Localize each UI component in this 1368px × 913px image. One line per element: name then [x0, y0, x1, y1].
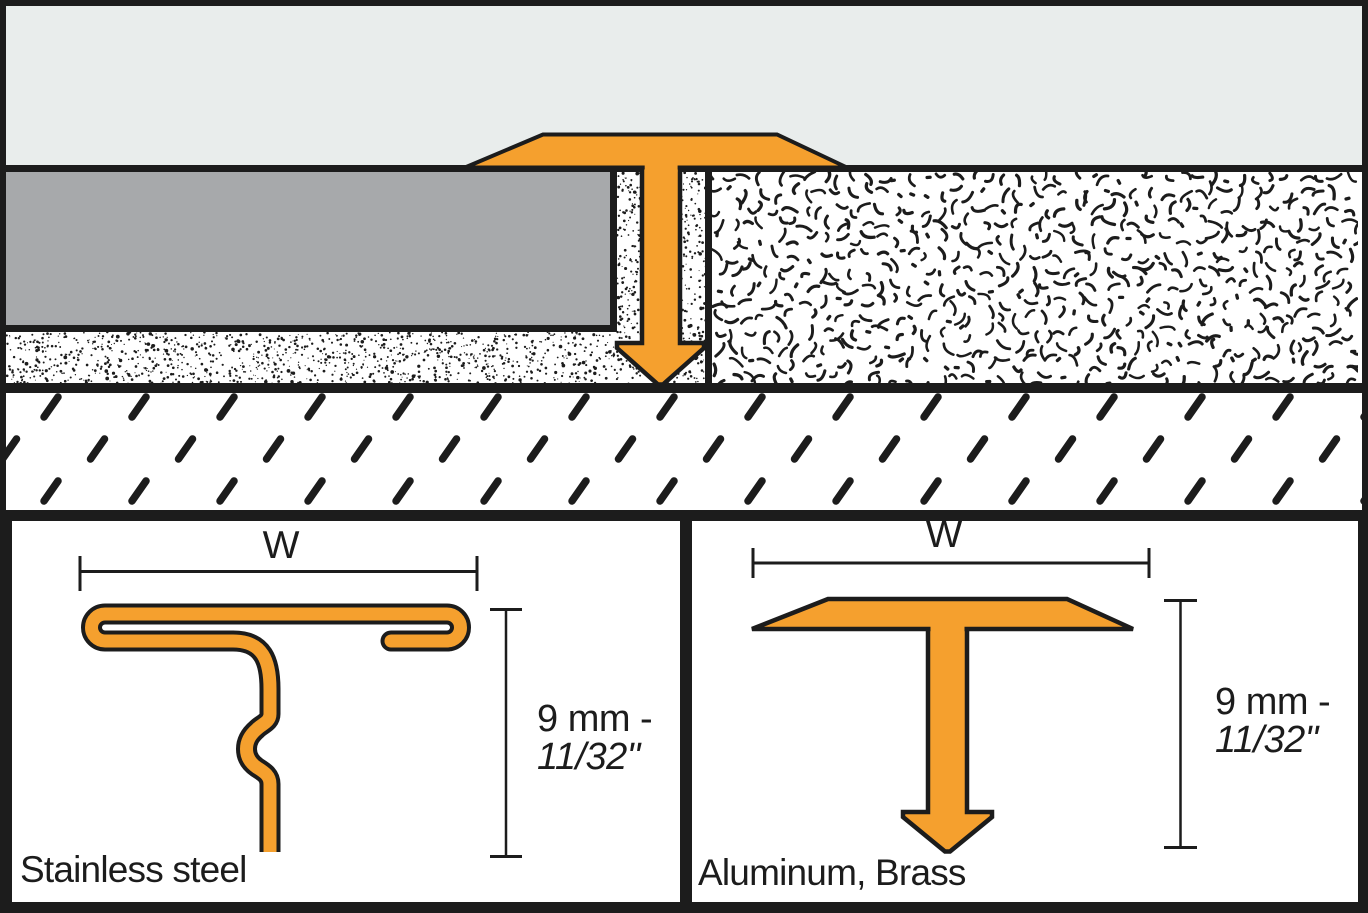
height-range-line1: 9 mm - [1215, 681, 1330, 723]
stainless-profile-drawing [81, 603, 471, 852]
height-range-line1: 9 mm - [537, 698, 652, 740]
height-dimension-right: 9 mm - 11/32" [1164, 599, 1331, 849]
t-profile-section [464, 132, 848, 387]
w-dimension-right: W [751, 513, 1151, 578]
panel-stainless-steel: W 9 mm - 11/32" Stainless steel [20, 524, 653, 890]
substrate-hatch [6, 393, 1362, 505]
height-dimension-left: 9 mm - 11/32" [490, 608, 653, 858]
height-range-line2: 11/32" [537, 736, 642, 778]
w-label: W [263, 524, 300, 567]
aluminum-arrow [900, 624, 995, 854]
panel-aluminum-brass: W 9 mm - 11/32" Aluminum, Brass [698, 513, 1331, 893]
material-label-right: Aluminum, Brass [698, 852, 966, 893]
aluminum-seam-patch [930, 624, 965, 633]
w-dimension-left: W [78, 524, 479, 591]
aluminum-profile-drawing [751, 596, 1134, 854]
tile-left [6, 172, 610, 325]
existing-covering-texture [712, 172, 1358, 383]
panel-divider [680, 510, 692, 913]
profile-anchor-arrow [614, 163, 707, 387]
cross-section-diagram [0, 6, 1368, 505]
aluminum-flange [751, 596, 1134, 632]
profile-seam-patch [644, 162, 678, 172]
material-label-left: Stainless steel [20, 849, 247, 890]
profile-top-flange [464, 132, 848, 170]
height-range-line2: 11/32" [1215, 719, 1320, 761]
